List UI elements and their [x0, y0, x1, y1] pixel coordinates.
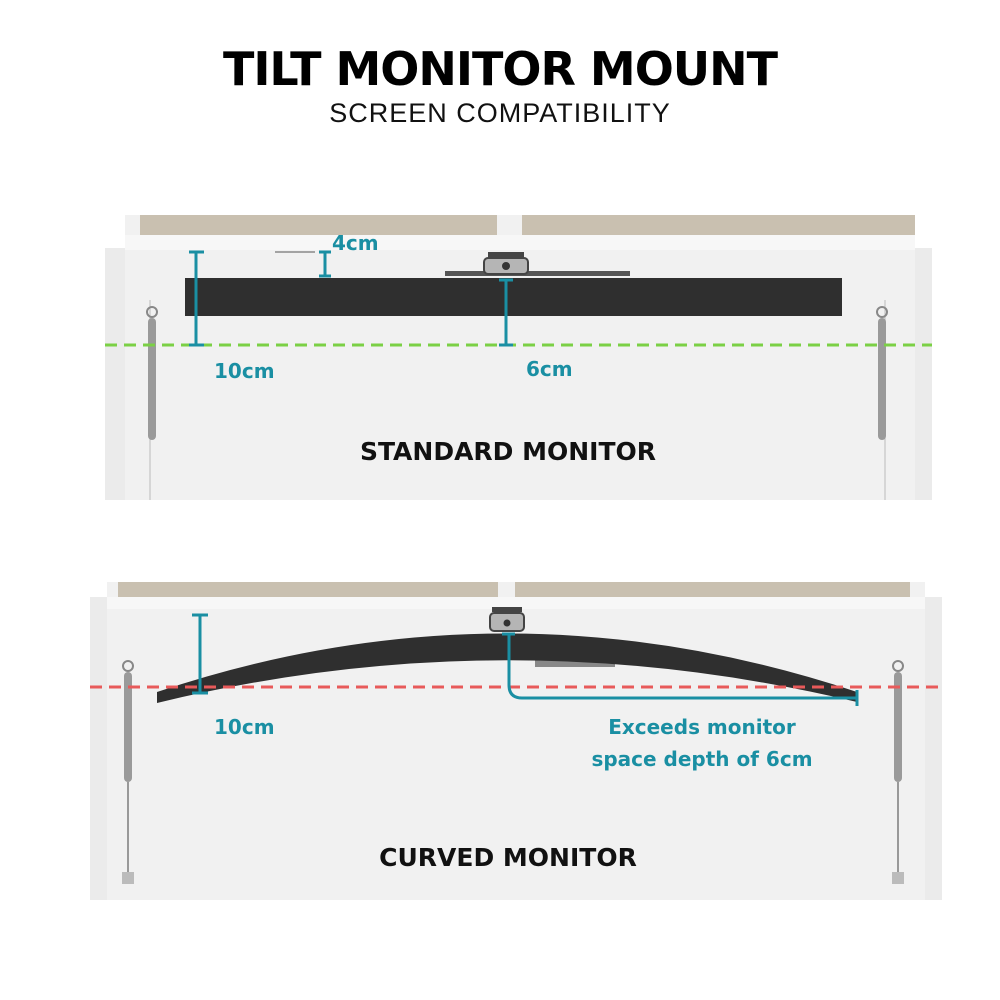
measure-6cm-marker [499, 278, 513, 347]
gas-strut-left [122, 660, 134, 884]
label-4cm: 4cm [332, 231, 379, 255]
measure-4cm-marker [319, 250, 331, 278]
standard-monitor-caption: STANDARD MONITOR [360, 437, 656, 466]
mount-bracket [483, 252, 529, 275]
curved-monitor-caption: CURVED MONITOR [379, 843, 637, 872]
exceeds-note-line2: space depth of 6cm [591, 747, 812, 771]
label-10cm: 10cm [214, 359, 275, 383]
gas-strut-left [146, 306, 158, 440]
label-10cm: 10cm [214, 715, 275, 739]
exceeds-depth-marker [502, 632, 859, 706]
measure-10cm-marker [192, 613, 208, 695]
measure-10cm-marker [189, 250, 204, 347]
exceeds-note-line1: Exceeds monitor [608, 715, 796, 739]
standard-monitor-panel: 4cm 10cm 6cm STANDARD MONITOR [105, 215, 932, 500]
page-subtitle: SCREEN COMPATIBILITY [329, 98, 671, 128]
label-6cm: 6cm [526, 357, 573, 381]
stand-plate [535, 660, 615, 667]
mount-bracket [489, 607, 525, 632]
gas-strut-right [876, 306, 888, 440]
mount-plate [445, 271, 630, 276]
curved-monitor [157, 633, 857, 703]
curved-monitor-panel: 10cm Exceeds monitor space depth of 6cm … [90, 582, 942, 900]
standard-monitor [185, 278, 842, 316]
gas-strut-right [892, 660, 904, 884]
page-title: TILT MONITOR MOUNT [222, 42, 778, 96]
